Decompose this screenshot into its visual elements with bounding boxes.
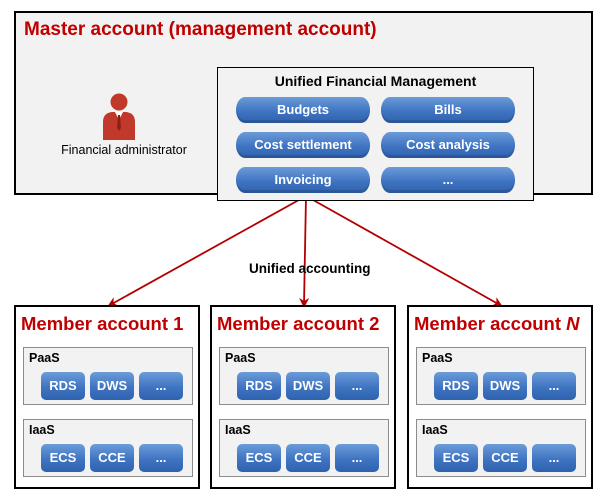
paas-layer: PaaS RDS DWS ...	[219, 347, 389, 405]
function-invoicing: Invoicing	[236, 167, 370, 193]
service-ecs: ECS	[41, 444, 85, 472]
member-account-1-title: Member account 1	[21, 313, 184, 334]
function-more: ...	[381, 167, 515, 193]
arrow-to-member-n	[297, 188, 503, 307]
paas-label: PaaS	[225, 351, 256, 365]
iaas-label: IaaS	[422, 423, 448, 437]
service-rds: RDS	[434, 372, 478, 400]
function-budgets: Budgets	[236, 97, 370, 123]
function-cost-analysis: Cost analysis	[381, 132, 515, 158]
service-cce: CCE	[286, 444, 330, 472]
master-account-box: Master account (management account) Fina…	[14, 11, 593, 201]
paas-label: PaaS	[422, 351, 453, 365]
paas-label: PaaS	[29, 351, 60, 365]
member-account-n-title: Member account N	[414, 313, 580, 334]
service-more: ...	[335, 372, 379, 400]
arrow-to-member-1	[107, 188, 315, 307]
function-bills: Bills	[381, 97, 515, 123]
service-cce: CCE	[483, 444, 527, 472]
member-account-2-title: Member account 2	[217, 313, 380, 334]
service-more: ...	[335, 444, 379, 472]
function-cost-settlement: Cost settlement	[236, 132, 370, 158]
member-account-1-box: Member account 1 PaaS RDS DWS ... IaaS E…	[14, 305, 200, 489]
service-dws: DWS	[483, 372, 527, 400]
service-more: ...	[532, 372, 576, 400]
service-more: ...	[139, 372, 183, 400]
paas-layer: PaaS RDS DWS ...	[23, 347, 193, 405]
unified-financial-management-box: Unified Financial Management Budgets Bil…	[217, 67, 534, 201]
iaas-label: IaaS	[29, 423, 55, 437]
service-ecs: ECS	[237, 444, 281, 472]
paas-layer: PaaS RDS DWS ...	[416, 347, 586, 405]
service-rds: RDS	[237, 372, 281, 400]
service-more: ...	[532, 444, 576, 472]
administrator-person-icon	[103, 93, 135, 140]
iaas-layer: IaaS ECS CCE ...	[23, 419, 193, 477]
member-account-n-box: Member account N PaaS RDS DWS ... IaaS E…	[407, 305, 593, 489]
service-ecs: ECS	[434, 444, 478, 472]
iaas-layer: IaaS ECS CCE ...	[416, 419, 586, 477]
service-dws: DWS	[286, 372, 330, 400]
unified-accounting-label: Unified accounting	[249, 261, 371, 276]
ufm-title: Unified Financial Management	[274, 73, 477, 89]
service-rds: RDS	[41, 372, 85, 400]
service-more: ...	[139, 444, 183, 472]
service-cce: CCE	[90, 444, 134, 472]
iaas-layer: IaaS ECS CCE ...	[219, 419, 389, 477]
service-dws: DWS	[90, 372, 134, 400]
master-account-title: Master account (management account)	[24, 19, 377, 40]
financial-administrator: Financial administrator	[44, 92, 204, 182]
member-account-2-box: Member account 2 PaaS RDS DWS ... IaaS E…	[210, 305, 396, 489]
iaas-label: IaaS	[225, 423, 251, 437]
arrow-to-member-2	[299, 188, 312, 308]
administrator-label: Financial administrator	[61, 143, 187, 157]
